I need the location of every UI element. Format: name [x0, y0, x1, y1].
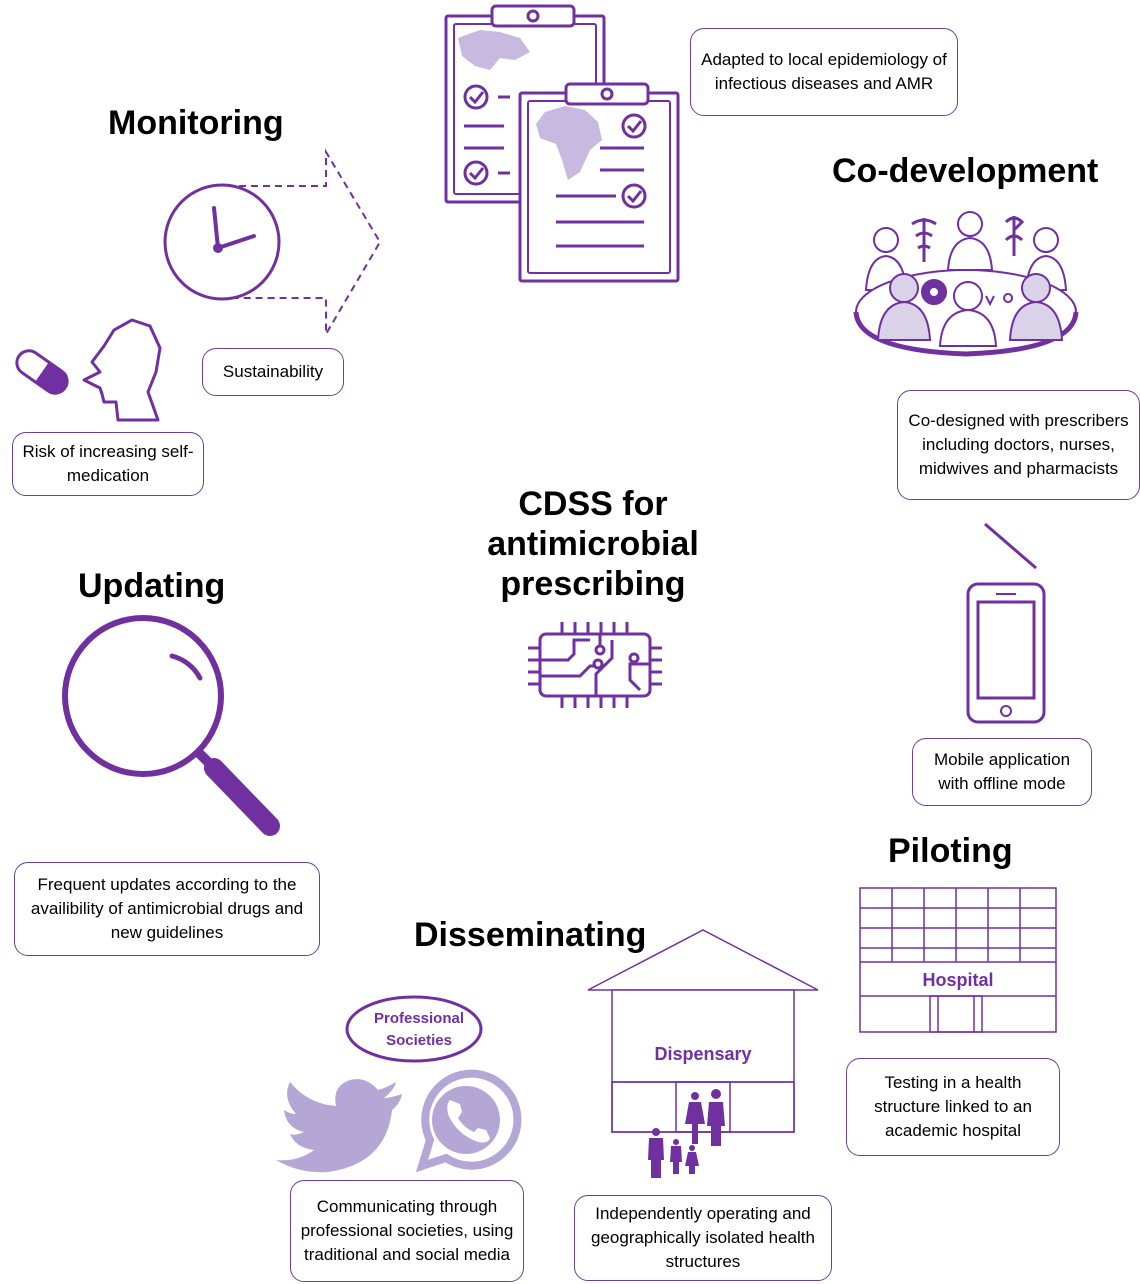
whatsapp-icon [415, 1069, 522, 1173]
mobile-application-box: Mobile application with offline mode [912, 738, 1092, 806]
family-icon [648, 1089, 725, 1178]
dispensary-building-icon [587, 929, 819, 1133]
center-title-line3: prescribing [500, 565, 686, 603]
smartphone-icon [966, 522, 1046, 724]
center-title-line1: CDSS for [518, 485, 668, 523]
clipboard-africa-icon [518, 82, 680, 283]
independent-structures-box: Independently operating and geographical… [574, 1195, 832, 1281]
heading-disseminating: Disseminating [414, 916, 647, 954]
head-profile-icon [82, 318, 162, 422]
dispensary-label: Dispensary [654, 1044, 751, 1064]
testing-box: Testing in a health structure linked to … [846, 1058, 1060, 1156]
clock-icon [163, 148, 382, 338]
frequent-updates-box: Frequent updates according to the availi… [14, 862, 320, 956]
center-title: CDSS for antimicrobial prescribing [470, 484, 716, 604]
self-medication-box: Risk of increasing self-medication [12, 432, 204, 496]
magnifying-glass-icon [62, 615, 280, 836]
heading-updating: Updating [78, 567, 226, 605]
chip-icon [528, 622, 662, 708]
heading-piloting: Piloting [888, 832, 1013, 870]
professional-societies-line1: Professional [374, 1010, 464, 1027]
twitter-icon [276, 1079, 402, 1173]
hospital-label: Hospital [922, 970, 993, 990]
professional-societies-line2: Societies [386, 1032, 452, 1049]
pill-icon [15, 349, 69, 395]
heading-monitoring: Monitoring [108, 104, 284, 142]
professional-societies-badge [345, 995, 483, 1063]
hospital-building-icon [859, 887, 1057, 1033]
sustainability-box: Sustainability [202, 348, 344, 396]
co-designed-box: Co-designed with prescribers including d… [897, 390, 1140, 500]
communicating-box: Communicating through professional socie… [290, 1180, 524, 1282]
center-title-line2: antimicrobial [487, 525, 699, 563]
meeting-table-icon [853, 211, 1079, 357]
heading-co-development: Co-development [832, 152, 1099, 190]
epidemiology-box: Adapted to local epidemiology of infecti… [690, 28, 958, 116]
